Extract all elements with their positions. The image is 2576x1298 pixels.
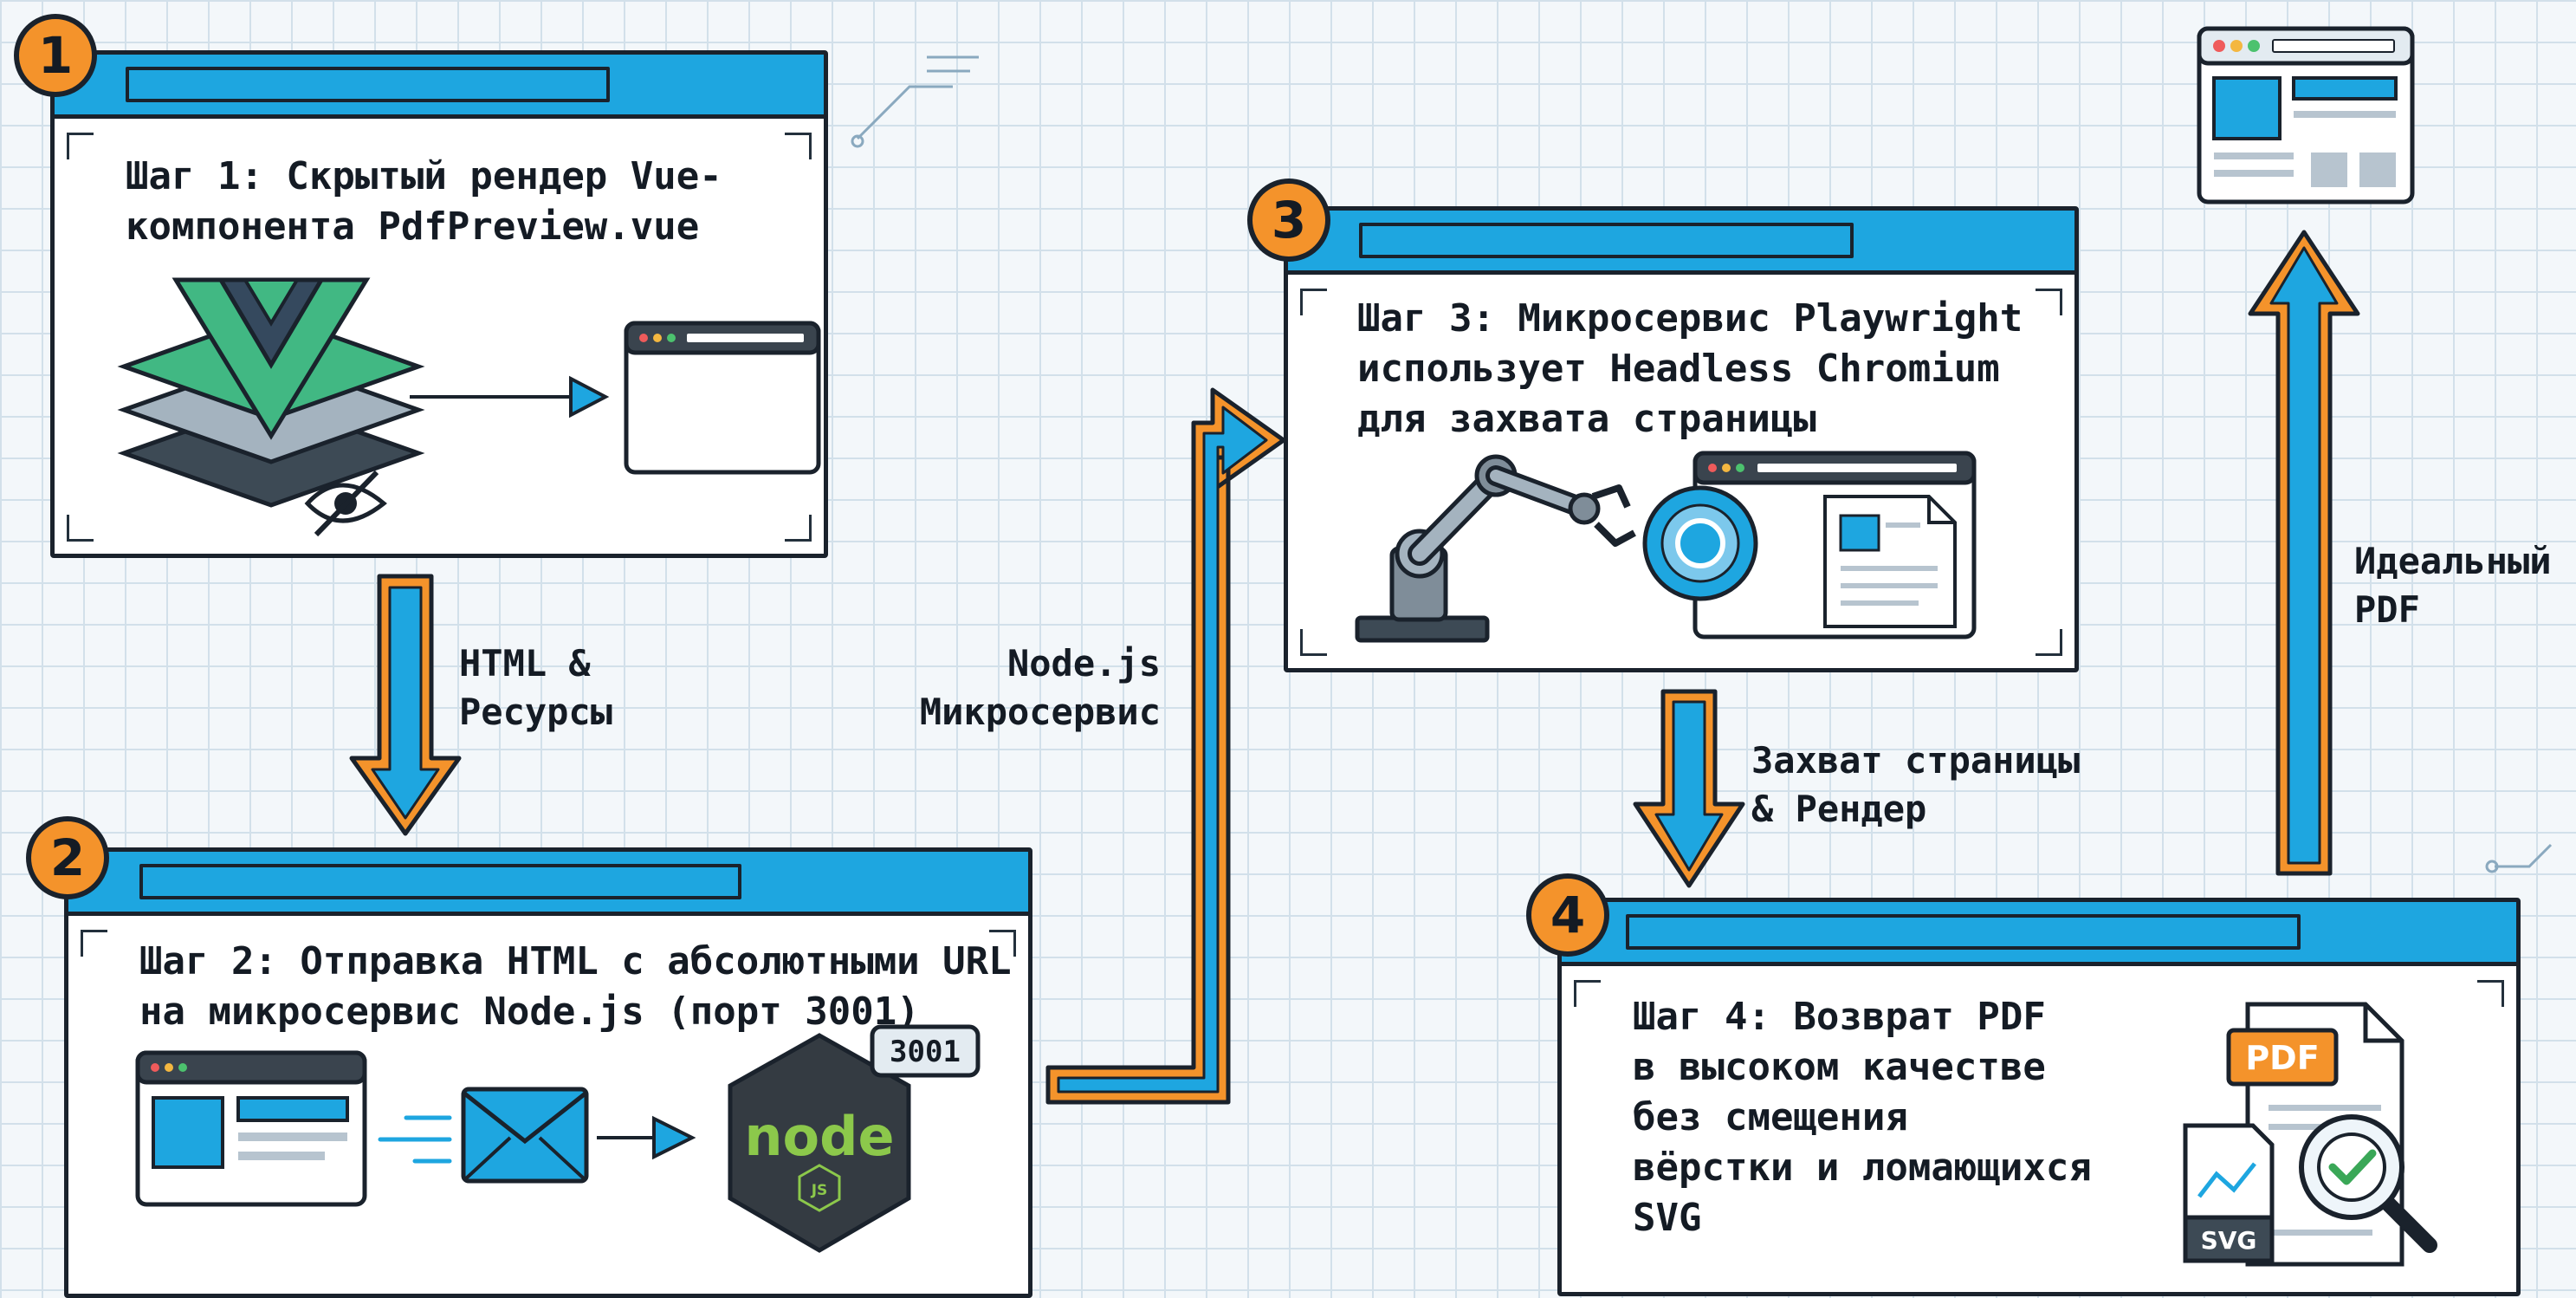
chromium-icon (1642, 485, 1758, 601)
port-badge: 3001 (870, 1024, 981, 1078)
step-4-illustration: PDF SVG (2183, 1002, 2437, 1267)
arrow-label-html-resources: HTML &Ресурсы (459, 642, 613, 733)
pdf-label: PDF (2245, 1039, 2319, 1077)
step-1-title: Шаг 1: Скрытый рендер Vue-компонента Pdf… (126, 154, 722, 249)
motion-lines (378, 1115, 452, 1164)
svg-document-icon: SVG (2183, 1123, 2275, 1263)
step-2-badge: 2 (26, 816, 109, 899)
port-badge-text: 3001 (890, 1035, 961, 1069)
step-1-badge: 1 (14, 14, 97, 97)
document-window-icon (1693, 451, 1977, 639)
arrow-step1-to-step2 (349, 574, 462, 836)
flow-arrows (349, 55, 2553, 1105)
panel-title-bar (1288, 211, 2074, 275)
pdf-result-window-icon (2197, 26, 2415, 204)
svg-label: SVG (2201, 1226, 2257, 1255)
circuit-decoration (851, 55, 2553, 873)
envelope-icon (461, 1087, 589, 1184)
panel-title-bar (1562, 902, 2516, 966)
step-1-illustration (117, 277, 821, 537)
magnifier-check-icon (2299, 1114, 2437, 1253)
browser-window-icon (135, 1050, 367, 1207)
hidden-eye-icon (304, 470, 387, 537)
arrow-step2-to-step3 (1045, 387, 1286, 1105)
nodejs-hexagon-icon: node JS (728, 1033, 911, 1253)
arrow-label-capture-render: Захват страницы& Рендер (1751, 739, 2081, 830)
vue-layers-icon (117, 277, 425, 508)
node-js-mark: JS (811, 1182, 828, 1199)
step-4-badge: 4 (1526, 873, 1609, 957)
step-1-panel: Шаг 1: Скрытый рендер Vue-компонента Pdf… (50, 50, 828, 558)
step-3-badge: 3 (1247, 178, 1330, 262)
panel-title-bar (55, 55, 824, 119)
node-logo-text: node (744, 1105, 894, 1168)
panel-title-bar (68, 852, 1028, 916)
arrow-step3-to-step4 (1633, 689, 1745, 888)
browser-window-icon (624, 321, 821, 475)
arrow-step4-to-result (2248, 230, 2360, 876)
step-3-illustration (1355, 451, 1977, 643)
step-2-illustration: node JS 3001 (135, 1024, 981, 1253)
robot-arm-icon (1355, 454, 1636, 643)
